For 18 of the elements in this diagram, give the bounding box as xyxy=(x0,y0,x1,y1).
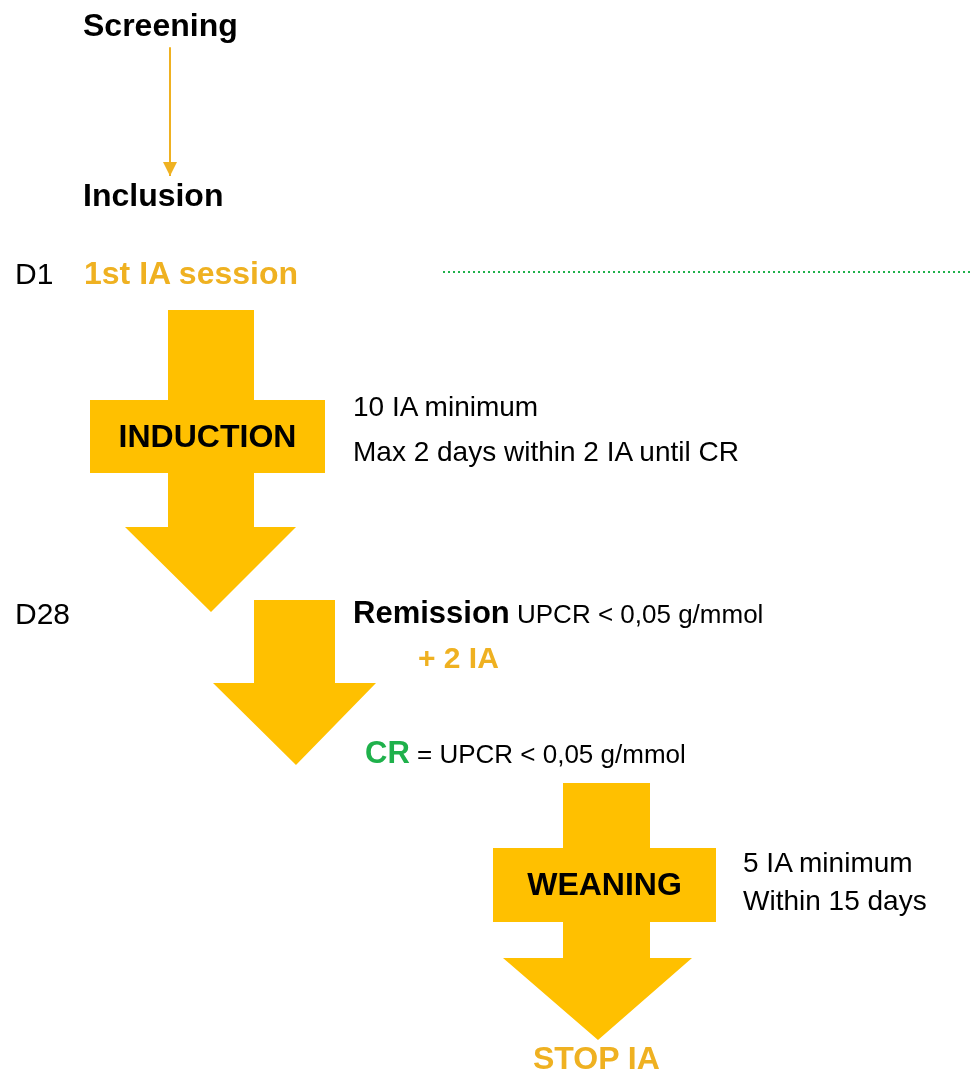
step-label: 1st IA session xyxy=(84,256,298,292)
day-label: D28 xyxy=(15,597,71,630)
stage-name: INDUCTION xyxy=(117,416,298,456)
step-label: Screening xyxy=(83,8,238,44)
block-arrow xyxy=(90,310,326,613)
status-text: Remission UPCR < 0,05 g/mmol xyxy=(353,596,764,631)
step-label: STOP IA xyxy=(533,1041,660,1077)
stage-name: WEANING xyxy=(526,865,683,905)
arrow xyxy=(163,46,177,177)
note-text: Within 15 days xyxy=(743,886,927,917)
note-text: Max 2 days within 2 IA until CR xyxy=(353,437,739,468)
step-label: Inclusion xyxy=(83,178,224,214)
note-text: 10 IA minimum xyxy=(353,392,539,423)
day-label: + 2 IA xyxy=(418,641,499,674)
day-label: D1 xyxy=(15,257,54,290)
block-arrow xyxy=(493,783,717,1041)
status-text: CR = UPCR < 0,05 g/mmol xyxy=(365,736,686,771)
note-text: 5 IA minimum xyxy=(743,848,913,879)
